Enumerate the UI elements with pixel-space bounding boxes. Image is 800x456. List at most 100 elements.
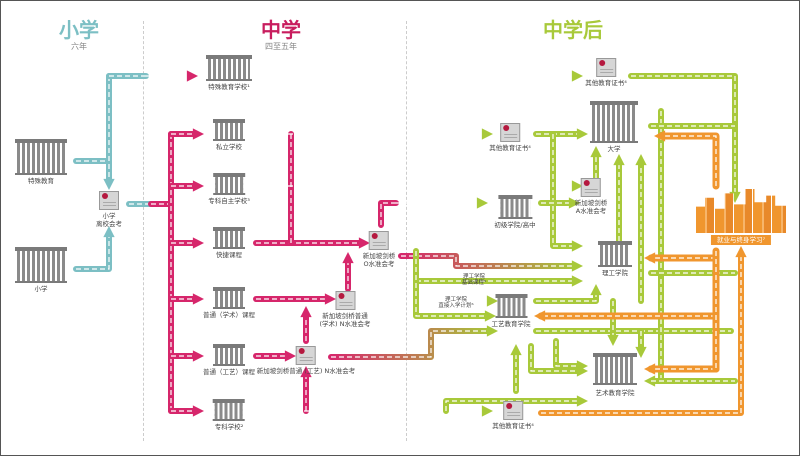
arrow-head-icon	[192, 350, 204, 362]
node-label: 专科学校²	[214, 423, 244, 431]
arrow-head-icon	[590, 146, 602, 158]
node-polytechnic: 理工学院	[598, 241, 632, 277]
route-dash	[445, 400, 581, 411]
stage-divider	[406, 21, 407, 441]
certificate-icon	[99, 191, 119, 210]
arrow-head-icon	[300, 306, 312, 318]
building-icon	[213, 344, 245, 366]
arrow-head-icon	[607, 334, 619, 346]
arrow-head-icon	[476, 197, 488, 209]
building-icon	[213, 227, 245, 249]
node-label: 理工学院	[602, 269, 628, 277]
header-secondary: 中学 四至五年	[261, 19, 301, 52]
node-label: 初级学院/高中	[494, 221, 536, 229]
arrow-head-icon	[486, 295, 498, 307]
node-label: 快捷课程	[216, 251, 242, 259]
arrow-head-icon	[481, 128, 493, 140]
node-poly-direct-entry: 理工学院 直接入学计划⁶	[438, 297, 473, 309]
route-path	[657, 132, 720, 190]
node-specialised-school: 专科学校²	[212, 399, 245, 431]
node-label: 新加坡剑桥普通 (工艺) N水准会考	[256, 367, 356, 375]
node-label: 其他教育证书⁴	[585, 79, 627, 87]
route-dash	[331, 330, 491, 358]
node-express: 快捷课程	[213, 227, 245, 259]
certificate-icon	[581, 178, 601, 197]
certificate-icon	[595, 58, 616, 77]
route-dash	[661, 135, 717, 186]
node-label: 大学	[607, 145, 621, 153]
node-label: 新加坡剑桥普通	[322, 312, 368, 320]
node-label: 离校会考	[96, 220, 122, 228]
certificate-icon	[334, 291, 355, 310]
node-label: 小学	[34, 285, 48, 293]
building-icon	[212, 173, 245, 195]
route-path	[398, 253, 579, 269]
arrow-head-icon	[644, 252, 656, 264]
node-label: 特殊教育	[28, 177, 54, 185]
node-o-level: 新加坡剑桥 O水准会考	[363, 231, 395, 268]
node-label: 私立学校	[216, 143, 242, 151]
node-employment: 就业与终身学习⁷	[710, 235, 772, 245]
arrow-head-icon	[590, 284, 602, 296]
arrow-head-icon	[192, 180, 204, 192]
node-label: (学术) N水准会考	[319, 320, 371, 328]
arrow-head-icon	[358, 237, 370, 249]
node-label: 普通（学术）课程	[203, 311, 255, 319]
route-path	[378, 200, 399, 228]
arrow-head-icon	[571, 240, 583, 252]
route-dash	[380, 202, 396, 225]
arrow-head-icon	[571, 180, 583, 192]
node-label: 直接入学计划⁶	[438, 303, 474, 309]
node-university: 大学	[590, 101, 638, 153]
arrow-head-icon	[481, 405, 493, 417]
node-normal-technical: 普通（工艺）课程	[203, 344, 255, 376]
building-icon	[593, 353, 637, 385]
certificate-icon	[295, 346, 316, 365]
building-icon	[15, 139, 67, 175]
building-icon	[598, 241, 632, 267]
arrow-head-icon	[568, 197, 580, 209]
building-icon	[15, 247, 67, 283]
route-dash	[76, 233, 110, 270]
node-normal-academic: 普通（学术）课程	[203, 287, 255, 319]
arrow-head-icon	[644, 363, 656, 375]
arrow-head-icon	[576, 365, 588, 377]
arrow-head-icon	[510, 344, 522, 356]
node-label: A水准会考	[575, 207, 607, 215]
node-a-level: 新加坡剑桥 A水准会考	[574, 178, 608, 215]
arrow-head-icon	[571, 260, 583, 272]
node-special-education: 特殊教育	[15, 139, 67, 185]
node-label: 就业与终身学习⁷	[716, 236, 766, 244]
arrow-head-icon	[284, 350, 296, 362]
node-arts: 艺术教育学院	[593, 353, 637, 397]
node-label: 理工学院	[444, 297, 467, 303]
arrow-head-icon	[103, 226, 115, 238]
certificate-icon	[369, 231, 389, 250]
certificate-icon	[499, 123, 520, 142]
arrow-head-icon	[613, 154, 625, 166]
node-private-school: 私立学校	[213, 119, 245, 151]
route-path	[648, 108, 664, 384]
node-label: 理工学院	[462, 274, 485, 280]
building-icon	[590, 101, 638, 143]
arrow-head-icon	[576, 395, 588, 407]
node-label: 新加坡剑桥	[574, 199, 608, 207]
arrow-head-icon	[635, 346, 647, 358]
route-path	[73, 230, 112, 272]
arrow-head-icon	[635, 154, 647, 166]
building-icon	[495, 294, 527, 318]
route-path	[533, 288, 599, 304]
node-label: O水准会考	[363, 260, 395, 268]
node-label: 艺术教育学院	[595, 389, 635, 397]
stage-divider	[143, 21, 144, 441]
arrow-head-icon	[534, 310, 546, 322]
building-icon	[206, 55, 252, 81]
node-label: 特殊教育学校¹	[208, 83, 250, 91]
arrow-head-icon	[103, 178, 115, 190]
building-icon	[212, 399, 245, 421]
arrow-head-icon	[571, 70, 583, 82]
arrow-head-icon	[186, 70, 198, 82]
route-dash	[530, 346, 581, 372]
